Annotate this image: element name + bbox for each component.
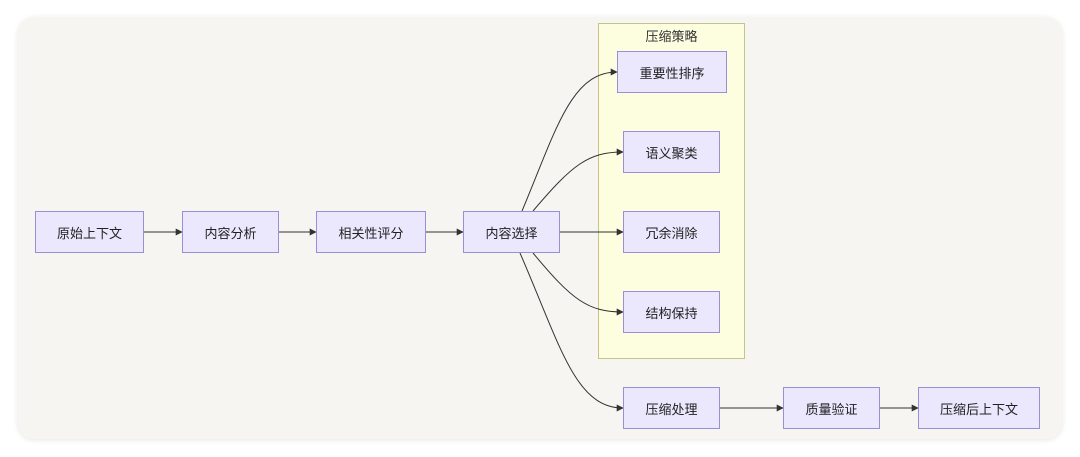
node-quality-validation: 质量验证 [783,387,880,429]
edge-selection-to-ranking [521,68,618,212]
node-importance-ranking: 重要性排序 [617,51,727,93]
node-relevance-scoring: 相关性评分 [316,211,426,253]
edge-selection-to-clustering [532,148,624,212]
node-semantic-clustering: 语义聚类 [623,131,720,173]
node-structure-preservation: 结构保持 [623,291,720,333]
node-redundancy-removal: 冗余消除 [623,211,720,253]
node-content-analysis: 内容分析 [182,211,279,253]
node-original-context: 原始上下文 [35,211,144,253]
node-compression-processing: 压缩处理 [623,387,720,429]
node-compressed-context: 压缩后上下文 [918,387,1040,429]
node-content-selection: 内容选择 [463,211,560,253]
edge-selection-to-compression [519,252,624,412]
edge-selection-to-structure [532,252,624,316]
group-title: 压缩策略 [645,30,698,45]
